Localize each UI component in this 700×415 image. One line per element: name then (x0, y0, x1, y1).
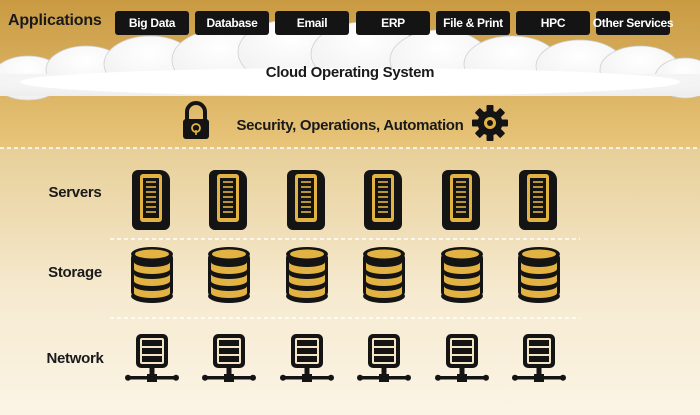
service-database[interactable]: Database (195, 11, 269, 35)
row-label-network: Network (46, 350, 104, 367)
service-big-data[interactable]: Big Data (115, 11, 189, 35)
row-label-servers: Servers (48, 184, 102, 201)
service-hpc[interactable]: HPC (516, 11, 590, 35)
cloud-os-label: Cloud Operating System (265, 64, 435, 81)
database-icon (518, 247, 560, 303)
service-erp[interactable]: ERP (356, 11, 430, 35)
database-icon (286, 247, 328, 303)
service-other-services[interactable]: Other Services (593, 11, 674, 35)
row-label-storage: Storage (48, 264, 102, 281)
gear-icon (472, 105, 508, 141)
server-icon (518, 169, 558, 231)
service-email[interactable]: Email (275, 11, 349, 35)
applications-label: Applications (8, 12, 102, 29)
database-icon (441, 247, 483, 303)
server-icon (208, 169, 248, 231)
service-file-and-print[interactable]: File & Print (436, 11, 510, 35)
database-icon (208, 247, 250, 303)
server-icon (441, 169, 481, 231)
server-icon (286, 169, 326, 231)
padlock-icon (183, 101, 209, 139)
security-label: Security, Operations, Automation (236, 117, 464, 134)
database-icon (363, 247, 405, 303)
server-icon (363, 169, 403, 231)
infrastructure-band (0, 148, 700, 415)
